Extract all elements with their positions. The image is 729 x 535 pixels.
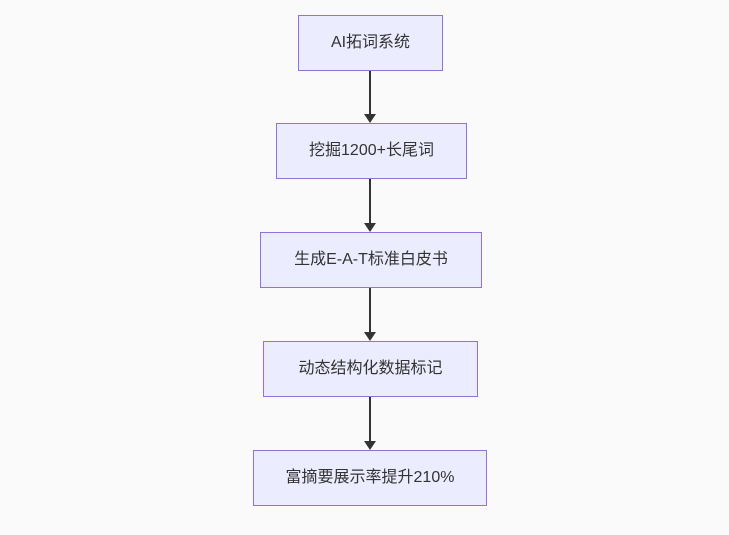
arrow-down-icon (364, 223, 376, 232)
arrow-down-icon (364, 441, 376, 450)
node-label: 富摘要展示率提升210% (285, 469, 455, 487)
arrow-down-icon (364, 332, 376, 341)
flow-node-rich-snippet-result: 富摘要展示率提升210% (253, 450, 487, 506)
flow-node-longtail-mining: 挖掘1200+长尾词 (276, 123, 467, 179)
node-label: AI拓词系统 (330, 34, 411, 52)
flow-node-eat-whitepaper: 生成E-A-T标准白皮书 (260, 232, 482, 288)
arrow-line (369, 179, 371, 223)
arrow-down-icon (364, 114, 376, 123)
flow-node-structured-data: 动态结构化数据标记 (263, 341, 478, 397)
arrow-line (369, 288, 371, 332)
arrow-line (369, 71, 371, 114)
node-label: 动态结构化数据标记 (298, 360, 443, 378)
arrow-line (369, 397, 371, 441)
node-label: 生成E-A-T标准白皮书 (294, 251, 448, 269)
node-label: 挖掘1200+长尾词 (309, 142, 434, 160)
flow-node-ai-keyword-system: AI拓词系统 (298, 15, 443, 71)
